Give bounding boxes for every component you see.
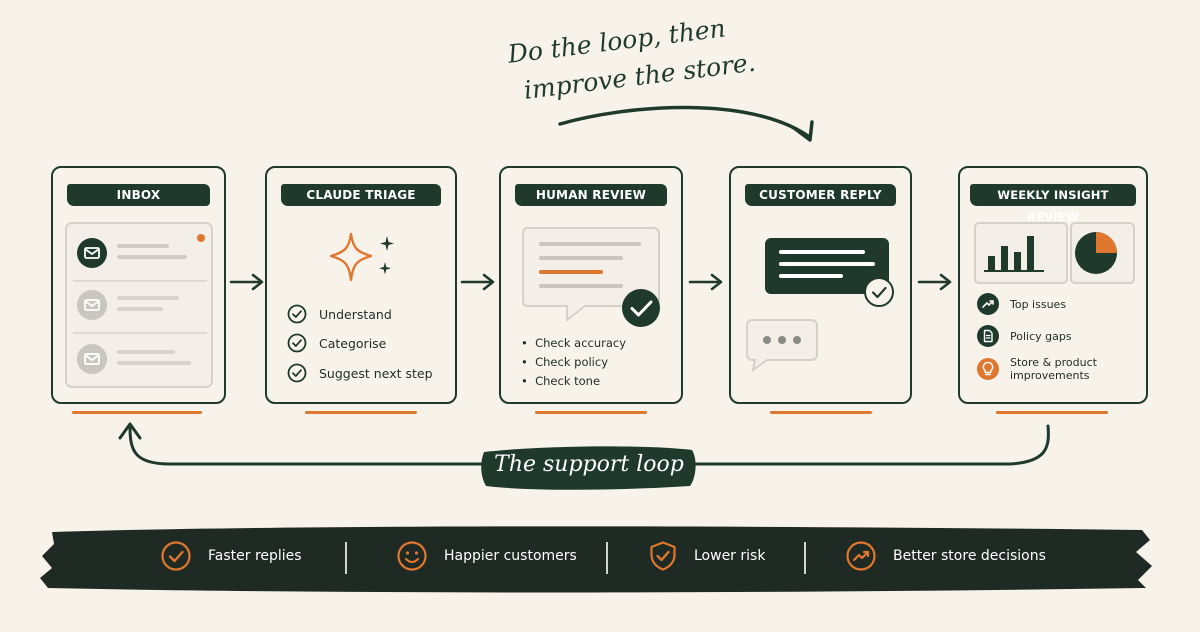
trend-up-icon [846, 541, 876, 571]
triage-step-label: Understand [319, 306, 392, 322]
message-preview-line [117, 244, 169, 248]
mail-icon [77, 290, 107, 320]
insight-item: Top issues [976, 292, 1120, 316]
triage-step: Categorise [287, 333, 386, 353]
review-check-item: • Check tone [521, 374, 600, 388]
stage-weekly-insight-review: WEEKLY INSIGHT REVIEW Top issues Policy … [958, 166, 1148, 404]
unread-dot-icon [197, 234, 205, 242]
benefit-label: Better store decisions [893, 548, 1046, 564]
flow-arrow-icon [917, 273, 952, 291]
benefit-better-store-decisions: Better store decisions [845, 540, 1046, 572]
mail-icon [77, 238, 107, 268]
stage-claude-triage: CLAUDE TRIAGE Understand Categorise Sugg… [265, 166, 457, 404]
check-circle-icon [287, 304, 307, 324]
stage-underline [305, 411, 417, 414]
triage-step-label: Categorise [319, 335, 387, 351]
sparkle-icon [329, 232, 394, 282]
insight-item: Policy gaps [976, 324, 1120, 348]
triage-step: Suggest next step [287, 363, 433, 383]
benefit-lower-risk: Lower risk [648, 540, 765, 572]
stage-underline [770, 411, 872, 414]
message-preview-line [117, 296, 179, 300]
check-circle-icon [161, 541, 191, 571]
benefit-divider [345, 542, 347, 574]
smiley-icon [397, 541, 427, 571]
review-check-item: • Check accuracy [521, 336, 626, 350]
trend-up-icon [977, 293, 999, 315]
shield-check-icon [650, 541, 676, 571]
stage-underline [535, 411, 647, 414]
benefit-divider [606, 542, 608, 574]
benefit-faster-replies: Faster replies [160, 540, 302, 572]
check-circle-icon [287, 333, 307, 353]
message-preview-line [117, 361, 191, 365]
dashboard-chart-icon [974, 222, 1135, 284]
review-check-item: • Check policy [521, 355, 608, 369]
benefit-label: Lower risk [694, 548, 766, 564]
flow-arrow-icon [688, 273, 723, 291]
insight-label: Top issues [1010, 297, 1067, 311]
annotation-arrow-icon [558, 105, 814, 142]
insight-label: Policy gaps [1010, 329, 1072, 343]
benefit-label: Happier customers [444, 548, 577, 564]
draft-message-bubble-icon [522, 227, 660, 327]
review-check-label: Check tone [535, 374, 601, 388]
flow-arrow-icon [229, 273, 264, 291]
benefits-brush-bar [40, 526, 1152, 593]
message-preview-line [117, 255, 187, 259]
benefit-divider [804, 542, 806, 574]
inbox-list-panel [65, 222, 213, 388]
stage-title-weekly-insight-review: WEEKLY INSIGHT REVIEW [970, 184, 1136, 224]
triage-step-label: Suggest next step [319, 365, 433, 381]
insight-label: Store & product improvements [1010, 356, 1097, 382]
mail-icon [77, 344, 107, 374]
bullet-icon: • [521, 336, 536, 350]
sent-reply-bubble-icon [765, 238, 894, 307]
message-preview-line [117, 307, 163, 311]
bullet-icon: • [521, 355, 536, 369]
stage-underline [996, 411, 1108, 414]
stage-title-inbox: INBOX [67, 184, 210, 206]
stage-underline [72, 411, 202, 414]
benefit-label: Faster replies [208, 548, 302, 564]
list-divider [73, 280, 207, 282]
review-check-label: Check accuracy [535, 336, 627, 350]
stage-human-review: HUMAN REVIEW • Check accuracy • Check po… [499, 166, 683, 404]
triage-step: Understand [287, 304, 392, 324]
list-divider [73, 332, 207, 334]
stage-inbox: INBOX [51, 166, 226, 404]
stage-title-claude-triage: CLAUDE TRIAGE [281, 184, 441, 206]
loop-label: The support loop [494, 452, 684, 477]
benefit-happier-customers: Happier customers [396, 540, 577, 572]
stage-title-human-review: HUMAN REVIEW [515, 184, 667, 206]
stage-customer-reply: CUSTOMER REPLY [729, 166, 912, 404]
loop-label-brush [481, 446, 696, 490]
review-check-label: Check policy [535, 355, 608, 369]
stage-title-customer-reply: CUSTOMER REPLY [745, 184, 896, 206]
flow-arrow-icon [460, 273, 495, 291]
message-preview-line [117, 350, 175, 354]
check-circle-icon [287, 363, 307, 383]
typing-bubble-icon [746, 319, 818, 373]
bullet-icon: • [521, 374, 536, 388]
document-icon [977, 325, 999, 347]
insight-item: Store & product improvements [976, 356, 1120, 382]
lightbulb-icon [977, 358, 999, 380]
